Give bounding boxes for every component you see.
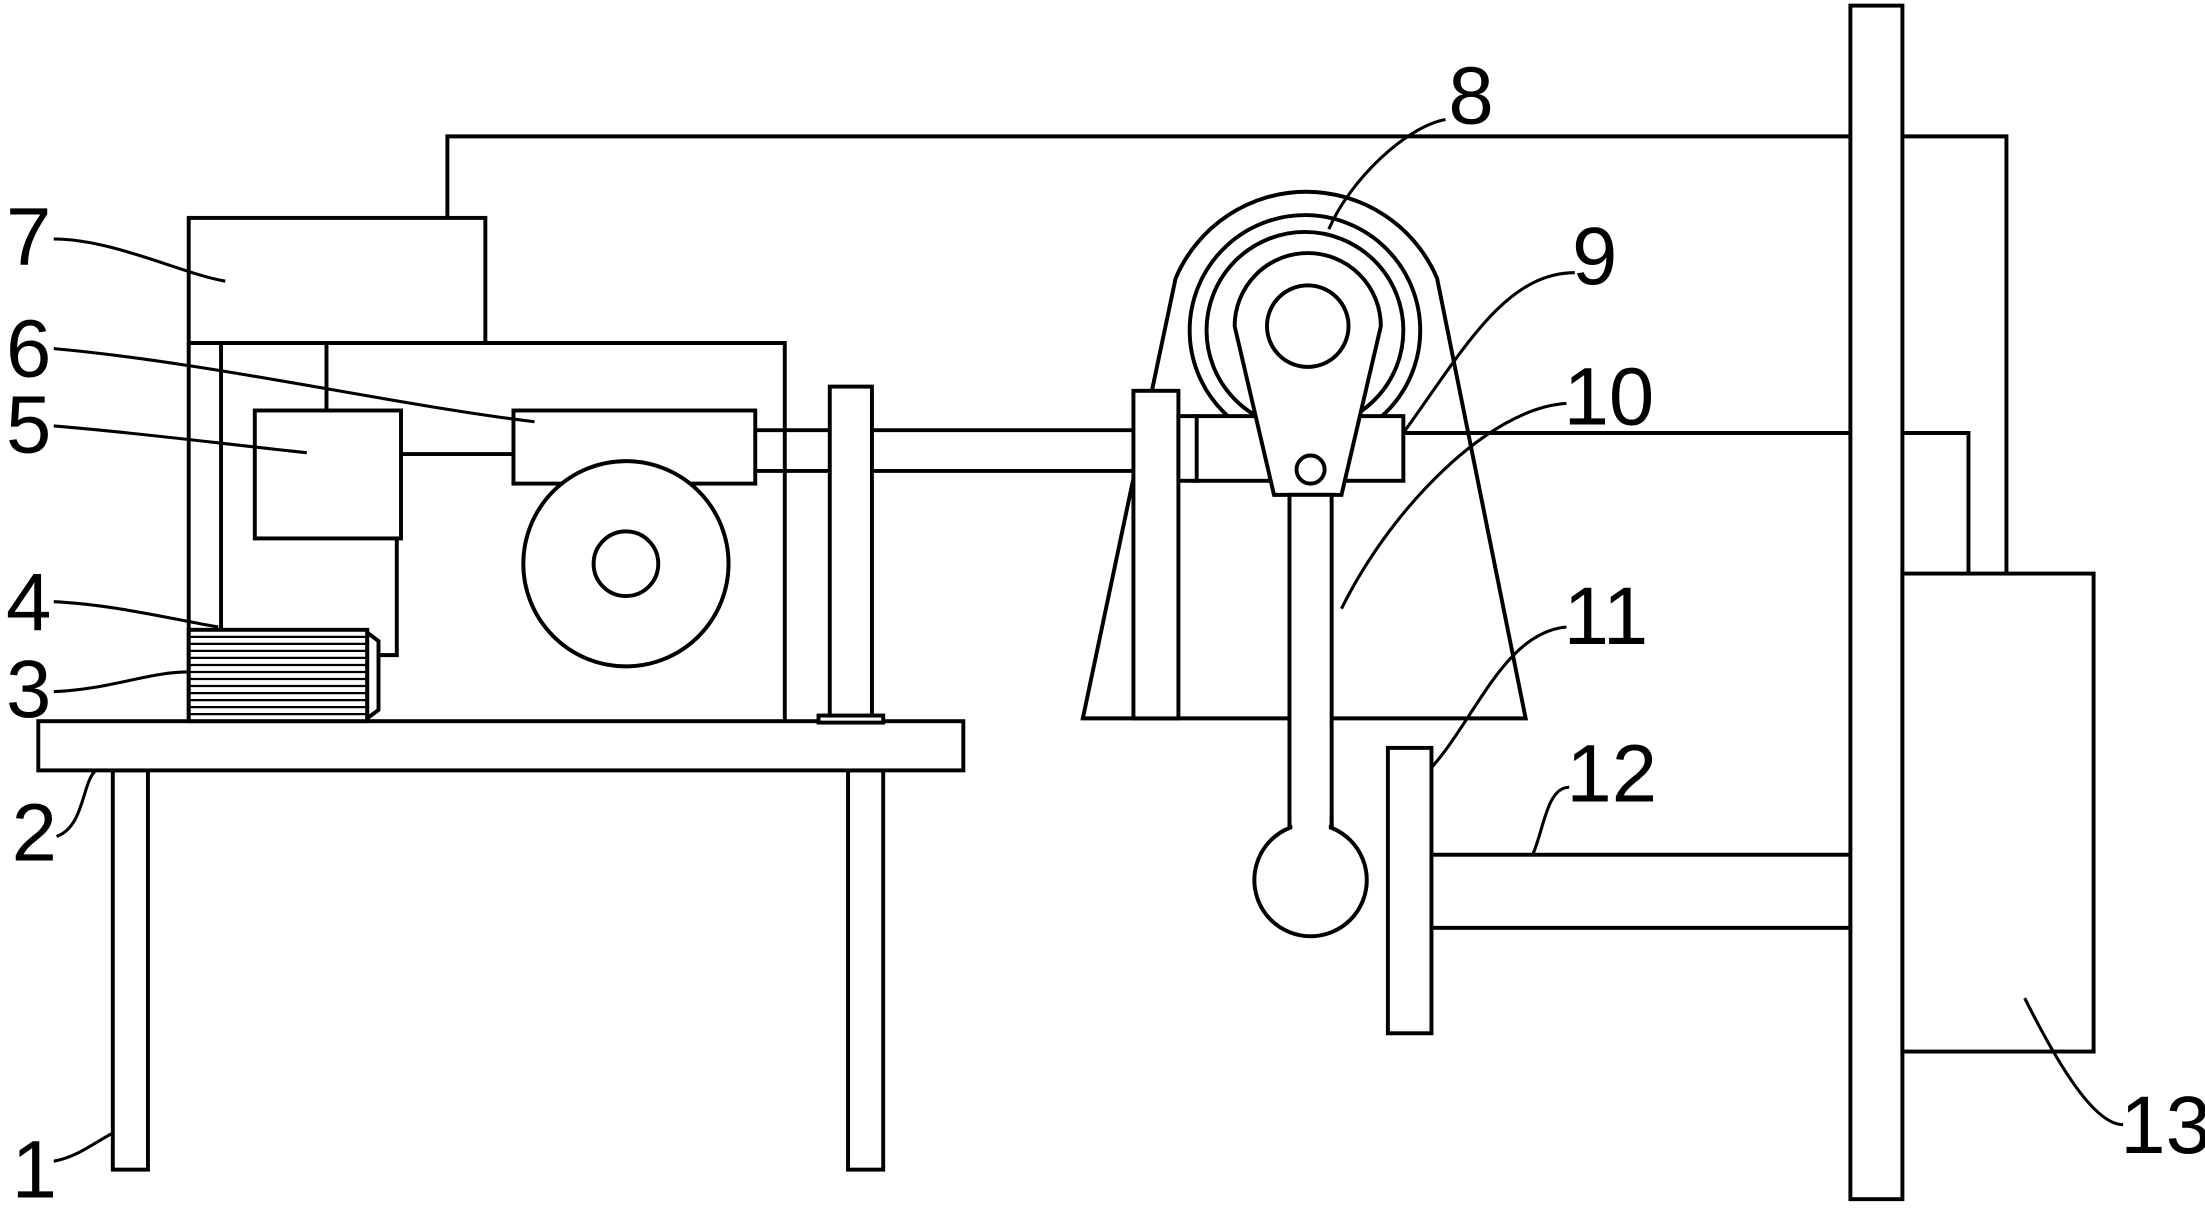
battery-end-cap	[365, 628, 381, 723]
motor-assembly	[511, 408, 758, 669]
rod-head-bore	[1265, 283, 1351, 369]
battery-pack	[186, 627, 381, 724]
striker-plate	[1385, 745, 1434, 1036]
table-leg-right	[846, 768, 886, 1172]
battery-hatching	[188, 635, 368, 716]
shaft-support-base	[816, 713, 886, 725]
leader-1	[53, 1131, 114, 1163]
motor-wheel-hub	[591, 529, 661, 599]
part-numbers: 1 2 3 4 5 6 7 8 9 10 11 12 13	[6, 51, 2205, 1209]
leader-4	[53, 600, 219, 629]
striker-rod	[1429, 852, 1853, 930]
leader-8	[1327, 117, 1446, 230]
bearing-sleeve	[1176, 414, 1199, 483]
part-number-3: 3	[6, 644, 51, 735]
leader-11	[1430, 625, 1567, 769]
leader-3	[53, 670, 189, 694]
part-number-9: 9	[1572, 211, 1617, 302]
leader-13	[2023, 997, 2124, 1127]
part-number-8: 8	[1448, 51, 1493, 142]
control-box	[186, 215, 488, 345]
shaft-support-left	[827, 384, 874, 724]
table-leg-left	[110, 768, 150, 1172]
vertical-post	[1848, 3, 1905, 1202]
control-box-assembly	[186, 215, 787, 722]
cam-mechanism	[1176, 213, 1423, 497]
side-box	[1900, 571, 2096, 1054]
motor-controller	[252, 408, 514, 658]
leader-2	[55, 769, 98, 838]
connecting-rod	[1252, 492, 1369, 939]
table-top	[36, 719, 966, 773]
shaft-support-right	[1131, 388, 1181, 721]
rod-pin	[1294, 453, 1327, 486]
leader-5	[53, 424, 307, 455]
part-number-12: 12	[1566, 728, 1657, 819]
leader-12	[1531, 785, 1570, 856]
part-number-13: 13	[2120, 1080, 2205, 1171]
leader-6	[53, 347, 535, 424]
drive-shaft	[755, 384, 1134, 725]
rear-rod	[1403, 431, 1971, 574]
housing-top	[188, 341, 787, 722]
leader-9	[1402, 271, 1575, 434]
part-number-6: 6	[6, 304, 51, 395]
part-number-4: 4	[6, 557, 51, 648]
leader-lines	[53, 117, 2124, 1163]
leader-10	[1340, 401, 1567, 610]
part-number-11: 11	[1564, 571, 1649, 662]
wall-post-assembly	[1848, 3, 2096, 1202]
rear-rod-line	[1403, 431, 1971, 574]
top-frame-line	[445, 134, 2009, 574]
controller-wire-down	[377, 538, 399, 658]
hammer-head	[1252, 821, 1369, 939]
table	[36, 719, 966, 1172]
top-frame	[445, 134, 2009, 574]
part-number-2: 2	[12, 787, 57, 878]
rod-shaft	[1287, 492, 1334, 830]
part-number-7: 7	[6, 191, 51, 282]
part-number-5: 5	[6, 380, 51, 471]
leader-7	[53, 237, 226, 283]
striker-assembly	[1385, 745, 1853, 1036]
part-number-10: 10	[1564, 352, 1655, 443]
controller-box	[252, 408, 403, 541]
part-number-1: 1	[12, 1125, 57, 1209]
